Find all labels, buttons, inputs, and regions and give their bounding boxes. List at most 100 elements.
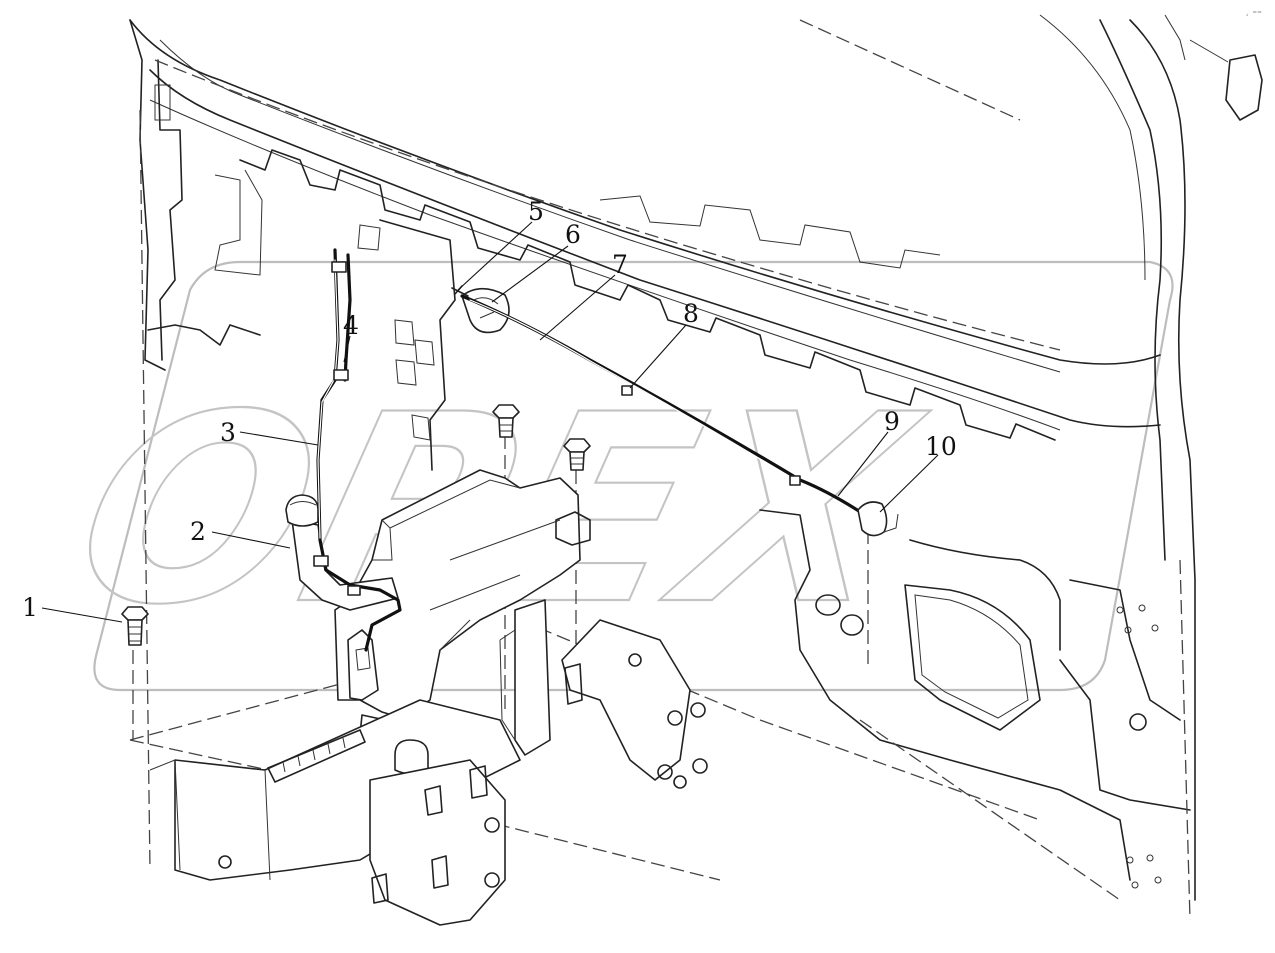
right-upper-bracket-line	[1189, 39, 1229, 63]
nozzle-hose-line	[451, 285, 899, 537]
leader-1	[41, 607, 123, 623]
rect-cutout	[904, 584, 1041, 731]
tank-bolt-b	[563, 438, 591, 471]
bolt-part-1	[121, 606, 149, 646]
center-panel-hole-1	[394, 319, 415, 346]
right-lower-panel-top	[909, 539, 1061, 651]
reservoir-step	[429, 519, 561, 651]
hose-highlight	[317, 259, 339, 539]
hose-clip-loop-10-tail	[883, 513, 899, 533]
center-panel-hole-2	[395, 359, 417, 386]
left-upright-tab	[214, 169, 263, 276]
callout-4: 4	[343, 311, 359, 340]
callout-5: 5	[528, 197, 544, 226]
callout-3: 3	[220, 418, 236, 447]
hose-clip-loop-6-inner	[473, 297, 499, 319]
right-pillar-inner	[1099, 19, 1166, 561]
panel-top-edge	[129, 19, 1161, 365]
panel-serrated-edge	[239, 149, 1056, 441]
hose-clip-mid	[333, 369, 349, 381]
left-upright-outer	[129, 19, 166, 371]
lower-frame	[149, 599, 708, 926]
crossmember-rail-ribs	[282, 737, 346, 773]
right-bottom-panel	[1059, 659, 1191, 811]
center-panel-hole-5	[357, 224, 381, 251]
right-mount-bracket	[561, 619, 691, 781]
washer-pump-connector	[355, 647, 371, 671]
callout-leaders	[41, 221, 939, 623]
nozzle-hose-highlight	[469, 299, 799, 483]
leader-9	[837, 431, 889, 497]
hose-clip-upper	[331, 261, 347, 273]
washer-pump	[347, 629, 379, 701]
crossmember-rail	[267, 729, 366, 783]
leader-10	[879, 454, 939, 513]
cab-front-panel	[129, 14, 1263, 901]
right-pillar-outer	[1129, 19, 1196, 901]
callout-7: 7	[612, 250, 628, 279]
rect-cutout-inner	[914, 594, 1029, 719]
leader-3	[239, 431, 319, 446]
right-bracket-tab	[564, 663, 583, 705]
right-bolt-4	[692, 758, 708, 774]
right-edge-line	[1164, 14, 1186, 61]
left-upright-panel	[129, 19, 263, 371]
panel-lower-beam-edge	[149, 69, 1161, 428]
right-upper-bracket	[1225, 54, 1263, 121]
bracket-tab-2	[469, 765, 488, 799]
leader-6	[491, 245, 569, 303]
dash-lower-right	[859, 719, 1121, 901]
right-lower-flange	[1069, 579, 1181, 721]
right-lower-panel	[759, 509, 1191, 889]
dash-top-right	[799, 19, 1021, 121]
center-panel-hole-4	[411, 414, 431, 441]
left-upright-slot	[154, 84, 171, 121]
lower-crossmember-face	[149, 759, 271, 881]
loose-bolts	[121, 404, 591, 646]
round-hole-1	[815, 594, 841, 616]
flange-hole	[1129, 713, 1147, 731]
panel-upper-steps	[599, 195, 941, 269]
leader-8	[629, 324, 687, 389]
side-support-plate-edge	[499, 629, 516, 741]
dash-left-vertical	[139, 109, 151, 871]
reservoir-mount-bracket	[555, 511, 591, 546]
bracket-bolt-1	[484, 817, 500, 833]
crossmember-hole	[218, 855, 232, 869]
left-upright-inner	[157, 59, 183, 361]
right-bolt-3	[657, 764, 673, 780]
callout-8: 8	[683, 299, 699, 328]
side-support-plate	[514, 599, 551, 756]
hose-clip-8	[621, 385, 633, 396]
reservoir-front-edge	[372, 527, 393, 561]
bracket-tab-4	[371, 873, 389, 904]
callout-10: 10	[925, 432, 957, 461]
callout-9: 9	[884, 407, 900, 436]
watermark-frame	[93, 260, 1174, 692]
leader-2	[211, 531, 291, 549]
hose-clip-9	[789, 475, 801, 486]
bracket-bolt-2	[484, 872, 500, 888]
center-mount-bracket	[369, 759, 506, 926]
panel-top-inner-edge	[159, 39, 1061, 373]
callout-6: 6	[565, 220, 581, 249]
reservoir-top-face	[381, 479, 521, 529]
callout-1: 1	[22, 593, 38, 622]
hose-clip-tank	[347, 585, 361, 596]
hose-clip-lower	[313, 555, 329, 567]
right-bolt-1	[667, 710, 683, 726]
right-bracket-hole	[628, 653, 642, 667]
center-panel-hole-3	[414, 339, 435, 366]
hose-clip-loop-10	[857, 501, 888, 537]
filler-cap-top	[289, 501, 317, 506]
right-bolt-5	[673, 775, 687, 789]
right-bolt-2	[690, 702, 706, 718]
callout-2: 2	[190, 517, 206, 546]
dash-top-arc	[154, 59, 1061, 351]
leader-7	[539, 274, 616, 341]
right-pillar-dash	[1039, 14, 1146, 281]
bolt-pattern-1	[1116, 604, 1159, 634]
right-lower-panel-outline	[759, 509, 1131, 881]
round-hole-2	[840, 614, 864, 636]
